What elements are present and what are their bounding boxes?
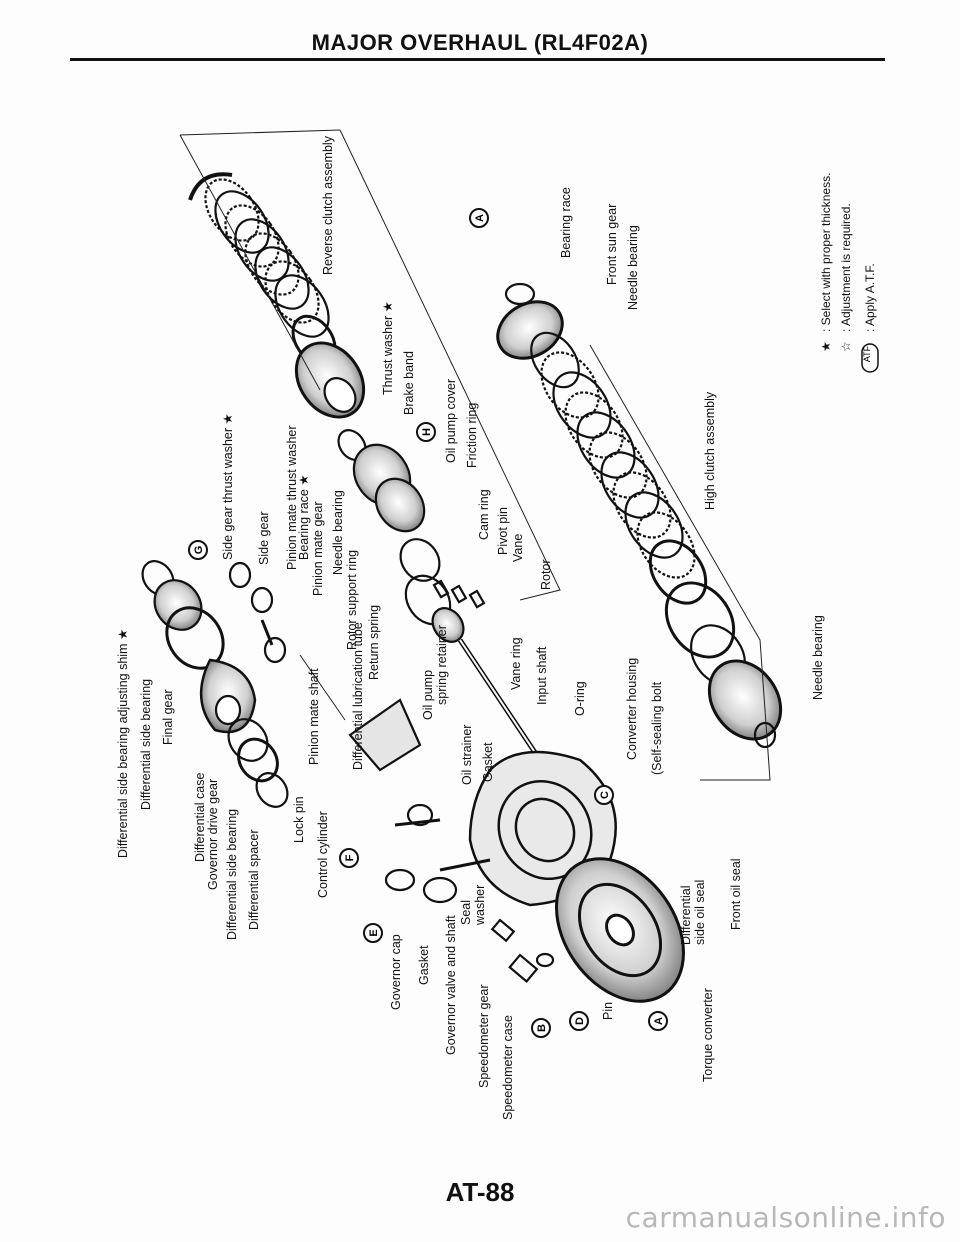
callout-b: B — [531, 1018, 551, 1038]
side-gear-label: Side gear — [257, 511, 271, 565]
governor-cap-label: Governor cap — [389, 934, 403, 1010]
callout-a-top: A — [469, 208, 489, 228]
input-shaft-label: Input shaft — [535, 646, 549, 705]
title-rule — [70, 58, 885, 61]
legend-atf-text: : Apply A.T.F. — [863, 263, 877, 332]
differential-case-label: Differential case — [193, 773, 207, 862]
diff-lube-tube-label: Differential lubrication tube — [351, 622, 365, 770]
svg-text:H: H — [421, 428, 433, 436]
svg-text:D: D — [574, 1017, 586, 1025]
legend-star-text: : Select with proper thickness. — [819, 173, 833, 332]
callout-c: C — [594, 785, 614, 805]
svg-text:ATF: ATF — [862, 345, 872, 362]
high-clutch-label: High clutch assembly — [703, 391, 717, 510]
svg-text:F: F — [344, 854, 356, 861]
differential-spacer-label: Differential spacer — [247, 829, 261, 930]
needle-bearing-bottom-label: Needle bearing — [811, 615, 825, 700]
brake-band-label: Brake band — [402, 351, 416, 415]
svg-text:B: B — [536, 1024, 548, 1032]
callout-a-bottom: A — [648, 1011, 668, 1031]
legend-open-star-text: : Adjustment is required. — [839, 203, 853, 332]
diff-side-oil-seal-label-1: Differential — [679, 885, 693, 945]
return-spring-label: Return spring — [367, 605, 381, 680]
pinion-mate-shaft-label: Pinion mate shaft — [307, 668, 321, 765]
pinion-mate-gear-label: Pinion mate gear — [311, 501, 325, 596]
speedometer-case-label: Speedometer case — [501, 1015, 515, 1120]
callout-g: G — [188, 540, 208, 560]
callout-d: D — [569, 1011, 589, 1031]
rotor-label: Rotor — [539, 559, 553, 590]
governor-drive-gear-label: Governor drive gear — [206, 779, 220, 890]
bearing-race-mid-label: Bearing race ★ — [297, 474, 311, 560]
speedometer-gear-label: Speedometer gear — [477, 984, 491, 1088]
self-sealing-bolt-label: (Self-sealing bolt — [650, 681, 664, 775]
callouts: A H G C F E D — [188, 208, 668, 1038]
torque-converter-label: Torque converter — [701, 988, 715, 1082]
front-sun-gear-label: Front sun gear — [605, 204, 619, 285]
diff-side-bearing-top-label: Differential side bearing — [139, 679, 153, 810]
final-gear-label: Final gear — [161, 689, 175, 745]
thrust-washer-label: Thrust washer ★ — [381, 301, 395, 395]
watermark: carmanualsonline.info — [625, 1201, 946, 1234]
bearing-race-right-label: Bearing race — [559, 187, 573, 258]
cam-ring-label: Cam ring — [477, 489, 491, 540]
pin-label: Pin — [601, 1002, 615, 1020]
svg-text:G: G — [193, 546, 205, 555]
legend-star-symbol: ★ — [819, 341, 833, 352]
governor-valve-label: Governor valve and shaft — [444, 915, 458, 1055]
diff-shim-label: Differential side bearing adjusting shim… — [116, 629, 130, 858]
seal-washer-label-1: Seal — [459, 900, 473, 925]
rotor-support-ring-label: Rotor support ring — [345, 550, 359, 650]
o-ring-label: O-ring — [573, 681, 587, 716]
side-gear-thrust-washer-label: Side gear thrust washer ★ — [221, 413, 235, 560]
seal-washer-label-2: washer — [473, 885, 487, 926]
diff-side-oil-seal-label-2: side oil seal — [693, 880, 707, 945]
callout-e: E — [363, 923, 383, 943]
torque-converter — [555, 857, 685, 1003]
lock-pin-label: Lock pin — [292, 796, 306, 843]
svg-text:E: E — [368, 929, 380, 936]
friction-ring-label: Friction ring — [465, 403, 479, 468]
pinion-mate-thrust-washer-label: Pinion mate thrust washer — [285, 425, 299, 570]
gasket-upper-label: Gasket — [481, 742, 495, 782]
vane-ring-label: Vane ring — [509, 637, 523, 690]
reverse-clutch-stack — [188, 172, 465, 643]
vane-label: Vane — [511, 534, 525, 562]
oil-pump-spring-retainer-label-1: Oil pump — [421, 670, 435, 720]
labels: Reverse clutch assembly Thrust washer ★ … — [116, 135, 825, 1120]
svg-text:A: A — [474, 214, 486, 222]
differential-assembly — [141, 560, 289, 808]
oil-strainer-label: Oil strainer — [460, 725, 474, 785]
governor-and-speedometer — [384, 803, 555, 983]
page-title: MAJOR OVERHAUL (RL4F02A) — [311, 30, 649, 55]
control-cylinder-label: Control cylinder — [316, 811, 330, 898]
legend-open-star-symbol: ☆ — [839, 341, 853, 352]
front-oil-seal-label: Front oil seal — [729, 858, 743, 930]
callout-h: H — [416, 422, 436, 442]
svg-text:A: A — [653, 1017, 665, 1025]
reverse-clutch-label: Reverse clutch assembly — [321, 135, 335, 275]
needle-bearing-right-label: Needle bearing — [626, 225, 640, 310]
callout-f: F — [339, 848, 359, 868]
diff-side-bearing-bottom-label: Differential side bearing — [225, 809, 239, 940]
needle-bearing-mid-label: Needle bearing — [331, 490, 345, 575]
high-clutch-stack — [496, 282, 783, 749]
guide-lines — [179, 129, 771, 781]
oil-pump-spring-retainer-label-2: spring retainer — [435, 625, 449, 705]
gasket-lower-label: Gasket — [417, 945, 431, 985]
pivot-pin-label: Pivot pin — [496, 507, 510, 555]
legend-atf-badge: ATF — [861, 343, 879, 373]
svg-text:C: C — [599, 791, 611, 799]
legend: ★ : Select with proper thickness. ☆ : Ad… — [819, 173, 879, 373]
converter-housing-label: Converter housing — [625, 658, 639, 760]
oil-pump-and-shaft — [348, 579, 543, 772]
page-number: AT-88 — [445, 1177, 515, 1207]
oil-pump-cover-label: Oil pump cover — [444, 379, 458, 463]
